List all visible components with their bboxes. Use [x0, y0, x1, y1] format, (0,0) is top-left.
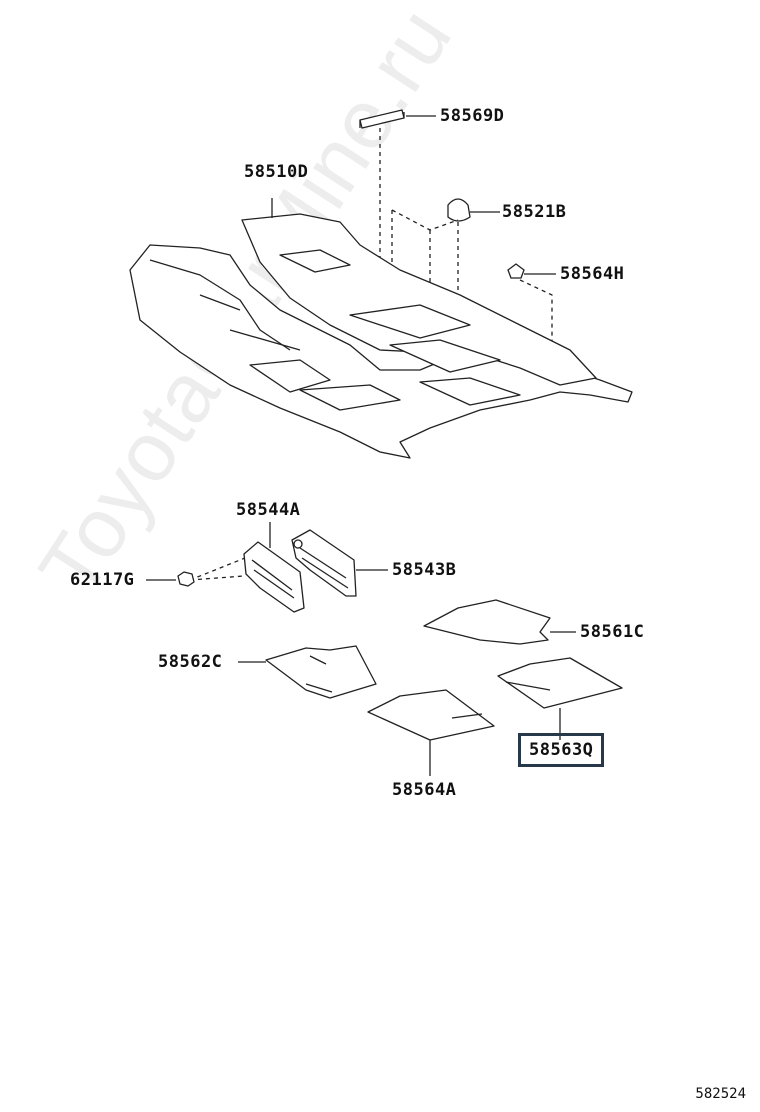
label-58543B[interactable]: 58543B — [392, 560, 457, 580]
part-58510D-drawing — [129, 198, 633, 459]
label-58544A[interactable]: 58544A — [236, 500, 301, 520]
diagram-code: 582524 — [695, 1086, 746, 1102]
part-62117G-drawing — [146, 571, 195, 587]
label-58564A[interactable]: 58564A — [392, 780, 457, 800]
label-58564H[interactable]: 58564H — [560, 264, 625, 284]
part-58563Q-drawing — [497, 657, 623, 740]
label-62117G[interactable]: 62117G — [70, 570, 135, 590]
part-58564H-drawing — [507, 263, 556, 279]
label-58563Q[interactable]: 58563Q — [518, 733, 605, 767]
label-58562C[interactable]: 58562C — [158, 652, 223, 672]
part-58561C-drawing — [423, 599, 576, 645]
label-58569D[interactable]: 58569D — [440, 106, 505, 126]
label-58521B[interactable]: 58521B — [502, 202, 567, 222]
part-58543B-drawing — [291, 529, 388, 597]
part-58562C-drawing — [238, 645, 377, 699]
label-58561C[interactable]: 58561C — [580, 622, 645, 642]
part-58521B-drawing — [447, 198, 500, 222]
part-58564A-drawing — [367, 689, 495, 776]
part-58569D-drawing — [359, 109, 436, 129]
label-58510D[interactable]: 58510D — [244, 162, 309, 182]
part-58544A-drawing — [243, 522, 305, 613]
